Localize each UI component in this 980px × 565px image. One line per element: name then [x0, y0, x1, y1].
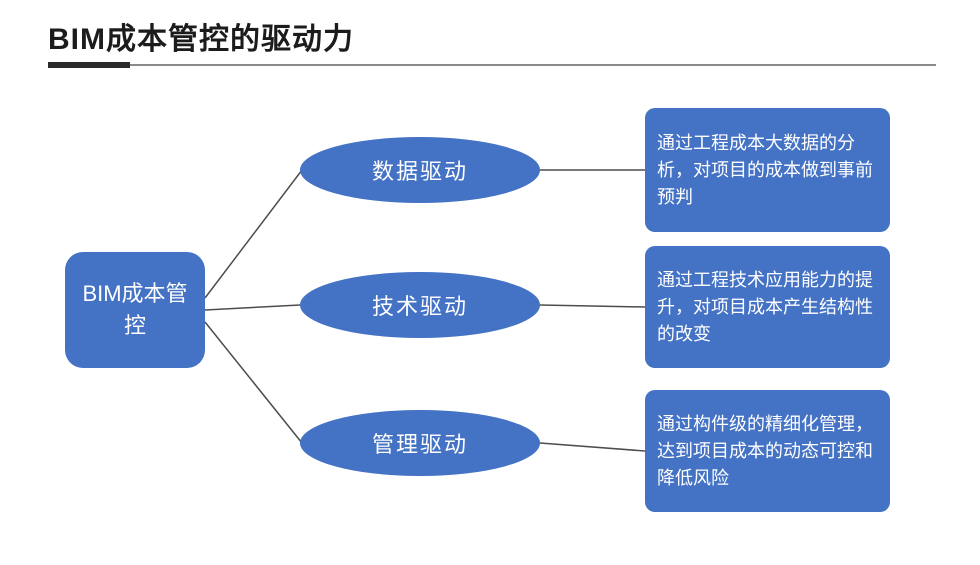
branch-label: 技术驱动	[371, 294, 468, 319]
branch-label: 数据驱动	[371, 159, 468, 184]
branch-node-data-driven: 数据驱动	[300, 137, 540, 203]
title-divider-thin-line	[48, 64, 936, 66]
root-node: BIM成本管控	[65, 252, 205, 368]
description-text: 通过构件级的精细化管理，达到项目成本的动态可控和降低风险	[657, 413, 873, 488]
description-box-tech-driven: 通过工程技术应用能力的提升，对项目成本产生结构性的改变	[645, 246, 890, 368]
branch-node-mgmt-driven: 管理驱动	[300, 410, 540, 476]
connector-tech-to-desc	[539, 304, 646, 308]
description-box-mgmt-driven: 通过构件级的精细化管理，达到项目成本的动态可控和降低风险	[645, 390, 890, 512]
connector-mgmt-to-desc	[539, 442, 646, 452]
branch-label: 管理驱动	[371, 432, 468, 457]
connector-root-to-data	[204, 169, 303, 299]
root-node-label: BIM成本管控	[82, 281, 188, 338]
title-divider	[48, 62, 936, 68]
description-text: 通过工程成本大数据的分析，对项目的成本做到事前预判	[657, 132, 873, 207]
branch-node-tech-driven: 技术驱动	[300, 272, 540, 338]
page-title: BIM成本管控的驱动力	[48, 23, 354, 56]
title-divider-dark-segment	[48, 62, 130, 68]
description-text: 通过工程技术应用能力的提升，对项目成本产生结构性的改变	[657, 269, 873, 344]
connector-root-to-mgmt	[204, 321, 303, 444]
connector-root-to-tech	[204, 304, 301, 311]
description-box-data-driven: 通过工程成本大数据的分析，对项目的成本做到事前预判	[645, 108, 890, 232]
